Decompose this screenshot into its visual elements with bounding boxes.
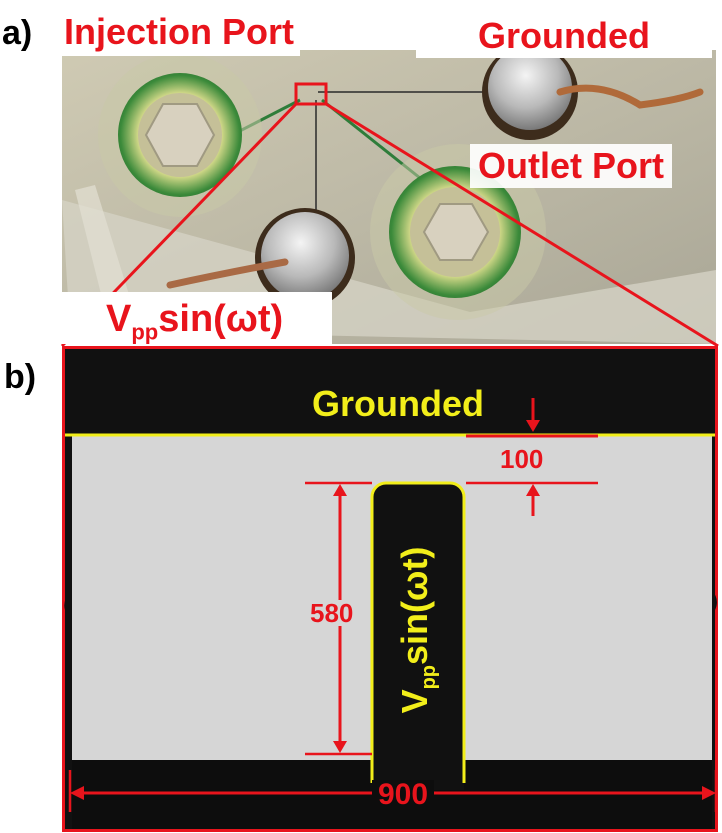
vpp-label-b: Vppsin(ωt)	[393, 546, 441, 714]
injection-port-text: Injection Port	[64, 11, 295, 52]
grounded-label-b: Grounded	[312, 383, 484, 424]
vpp-main-b: V	[393, 689, 435, 714]
grounded-text-a: Grounded	[478, 15, 650, 56]
grounded-electrode-graphic	[482, 44, 704, 140]
panel-b-label: b)	[4, 358, 37, 396]
outlet-port-text: Outlet Port	[478, 145, 664, 186]
dim-width-label: 900	[372, 780, 435, 810]
injection-port-graphic	[98, 53, 262, 217]
vpp-sub-a: pp	[131, 319, 159, 345]
vpp-label-a: Vppsin(ωt)	[62, 292, 332, 344]
driven-electrode-graphic	[166, 208, 355, 308]
zoom-box	[294, 82, 328, 106]
zoom-line-right	[325, 102, 719, 348]
panel-a-label: a)	[2, 14, 33, 52]
outlet-port-label: Outlet Port	[470, 144, 672, 188]
vpp-sub-b: pp	[418, 664, 441, 690]
vpp-tail-b: sin(ωt)	[393, 546, 435, 665]
outlet-port-graphic	[370, 144, 546, 320]
grounded-label-a: Grounded	[416, 6, 712, 58]
dim-height-label: 580	[308, 598, 356, 628]
injection-port-label: Injection Port	[60, 10, 301, 56]
vpp-main-a: V	[106, 298, 132, 340]
vpp-tail-a: sin(ωt)	[158, 298, 284, 340]
dim-gap-label: 100	[500, 444, 544, 474]
